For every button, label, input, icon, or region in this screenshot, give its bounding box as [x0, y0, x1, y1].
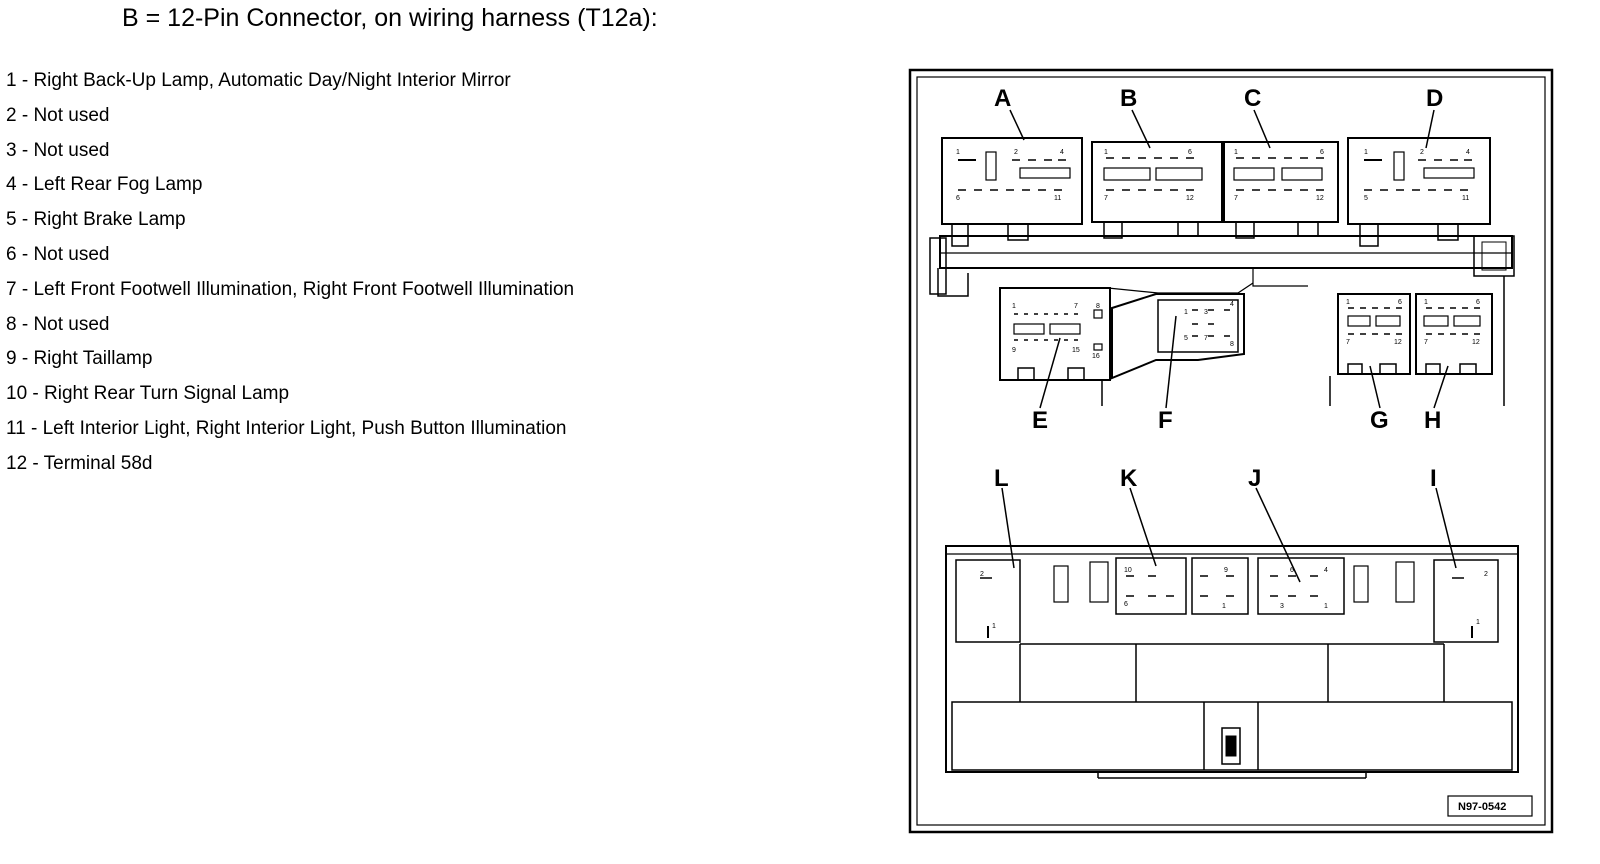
pin-item-2: 2 - Not used	[6, 104, 110, 126]
pin-l-1: 1	[992, 623, 996, 630]
pin-item-3: 3 - Not used	[6, 139, 110, 161]
pin-item-12: 12 - Terminal 58d	[6, 452, 153, 474]
pin-c-12: 12	[1316, 195, 1324, 202]
pin-h-1: 1	[1424, 299, 1428, 306]
label-i: I	[1430, 465, 1437, 492]
pin-d-4: 4	[1466, 149, 1470, 156]
connector-c-housing	[1223, 141, 1339, 239]
pin-c-7: 7	[1234, 195, 1238, 202]
diagram-frame-outer	[908, 68, 1554, 834]
pin-d-11: 11	[1462, 195, 1469, 202]
pin-f-4: 4	[1230, 301, 1234, 308]
pin-h-12: 12	[1472, 339, 1480, 346]
pin-l-2: 2	[980, 571, 984, 578]
pin-c-6: 6	[1320, 149, 1324, 156]
pin-j-1: 1	[1324, 603, 1328, 610]
reference-code-box	[1447, 795, 1533, 817]
pin-e-9: 9	[1012, 347, 1016, 354]
pin-numbers: 1 2 4 6 11 1 6 7 12 1 6 7 12 1 2 4 5 11 …	[956, 149, 1488, 630]
pin-k-10: 10	[1124, 567, 1132, 574]
relay-i-housing	[1433, 559, 1499, 643]
bottom-relay-block	[945, 545, 1519, 779]
pin-k-6: 6	[1124, 601, 1128, 608]
connector-g-housing	[1337, 293, 1411, 375]
pin-item-6: 6 - Not used	[6, 243, 110, 265]
pin-f-7: 7	[1204, 335, 1208, 342]
pin-f-3: 3	[1204, 309, 1208, 316]
pin-f-1: 1	[1184, 309, 1188, 316]
connector-b-housing	[1091, 141, 1223, 239]
connector-e-housing	[999, 287, 1111, 381]
label-e: E	[1032, 407, 1048, 434]
pin-h-6: 6	[1476, 299, 1480, 306]
pin-k-1: 1	[1222, 603, 1226, 610]
connector-a-housing	[941, 137, 1083, 247]
pin-j-3: 3	[1280, 603, 1284, 610]
pin-e-7: 7	[1074, 303, 1078, 310]
pin-e-16: 16	[1092, 353, 1100, 360]
pin-g-1: 1	[1346, 299, 1350, 306]
connector-h-housing	[1415, 293, 1493, 375]
pin-item-10: 10 - Right Rear Turn Signal Lamp	[6, 383, 290, 405]
pin-item-11: 11 - Left Interior Light, Right Interior…	[6, 417, 567, 439]
top-connector-block	[929, 235, 1515, 297]
pin-item-1: 1 - Right Back-Up Lamp, Automatic Day/Ni…	[6, 70, 511, 91]
label-b: B	[1120, 85, 1137, 112]
top-leader-lines	[1009, 109, 1505, 409]
pin-e-8: 8	[1096, 303, 1100, 310]
pin-b-7: 7	[1104, 195, 1108, 202]
pin-k-9: 9	[1224, 567, 1228, 574]
pin-h-7: 7	[1424, 339, 1428, 346]
pin-a-4: 4	[1060, 149, 1064, 156]
pin-c-1: 1	[1234, 149, 1238, 156]
pin-g-6: 6	[1398, 299, 1402, 306]
pin-j-6: 6	[1290, 567, 1294, 574]
pin-j-4: 4	[1324, 567, 1328, 574]
pin-item-9: 9 - Right Taillamp	[6, 348, 153, 370]
relay-k-housing	[1115, 557, 1187, 615]
label-j: J	[1248, 465, 1261, 492]
page-title: B = 12-Pin Connector, on wiring harness …	[122, 4, 658, 32]
label-l: L	[994, 465, 1009, 492]
relay-l-housing	[955, 559, 1021, 643]
connector-d-housing	[1347, 137, 1491, 247]
pin-g-7: 7	[1346, 339, 1350, 346]
label-h: H	[1424, 407, 1441, 434]
pin-f-5: 5	[1184, 335, 1188, 342]
label-c: C	[1244, 85, 1261, 112]
pin-g-12: 12	[1394, 339, 1402, 346]
pin-item-8: 8 - Not used	[6, 313, 110, 335]
label-a: A	[994, 85, 1011, 112]
connector-labels: A B C D E F G H L K J I	[994, 85, 1443, 492]
pin-a-11: 11	[1054, 195, 1061, 202]
label-k: K	[1120, 465, 1138, 492]
pin-assignment-list: 1 - Right Back-Up Lamp, Automatic Day/Ni…	[6, 68, 574, 486]
pin-d-5: 5	[1364, 195, 1368, 202]
diagram-frame-inner	[916, 76, 1546, 826]
pin-b-1: 1	[1104, 149, 1108, 156]
pin-b-12: 12	[1186, 195, 1194, 202]
pin-item-5: 5 - Right Brake Lamp	[6, 209, 186, 231]
connector-diagram: A B C D E F G H L K J I 1 2 4 6 11 1 6 7…	[908, 68, 1554, 834]
label-d: D	[1426, 85, 1443, 112]
label-g: G	[1370, 407, 1389, 434]
label-f: F	[1158, 407, 1173, 434]
pin-e-15: 15	[1072, 347, 1080, 354]
pin-item-7: 7 - Left Front Footwell Illumination, Ri…	[6, 278, 575, 300]
pin-a-1: 1	[956, 149, 960, 156]
connector-f-housing	[1111, 293, 1245, 380]
reference-code: N97-0542	[1458, 801, 1506, 813]
pin-e-1: 1	[1012, 303, 1016, 310]
relay-j-housing	[1257, 557, 1345, 615]
pin-d-1: 1	[1364, 149, 1368, 156]
pin-a-2: 2	[1014, 149, 1018, 156]
pin-i-2: 2	[1484, 571, 1488, 578]
pin-a-6: 6	[956, 195, 960, 202]
bottom-leader-lines	[1001, 487, 1457, 583]
pin-b-6: 6	[1188, 149, 1192, 156]
pin-f-8: 8	[1230, 341, 1234, 348]
pin-i-1: 1	[1476, 619, 1480, 626]
pin-item-4: 4 - Left Rear Fog Lamp	[6, 174, 203, 196]
pin-d-2: 2	[1420, 149, 1424, 156]
